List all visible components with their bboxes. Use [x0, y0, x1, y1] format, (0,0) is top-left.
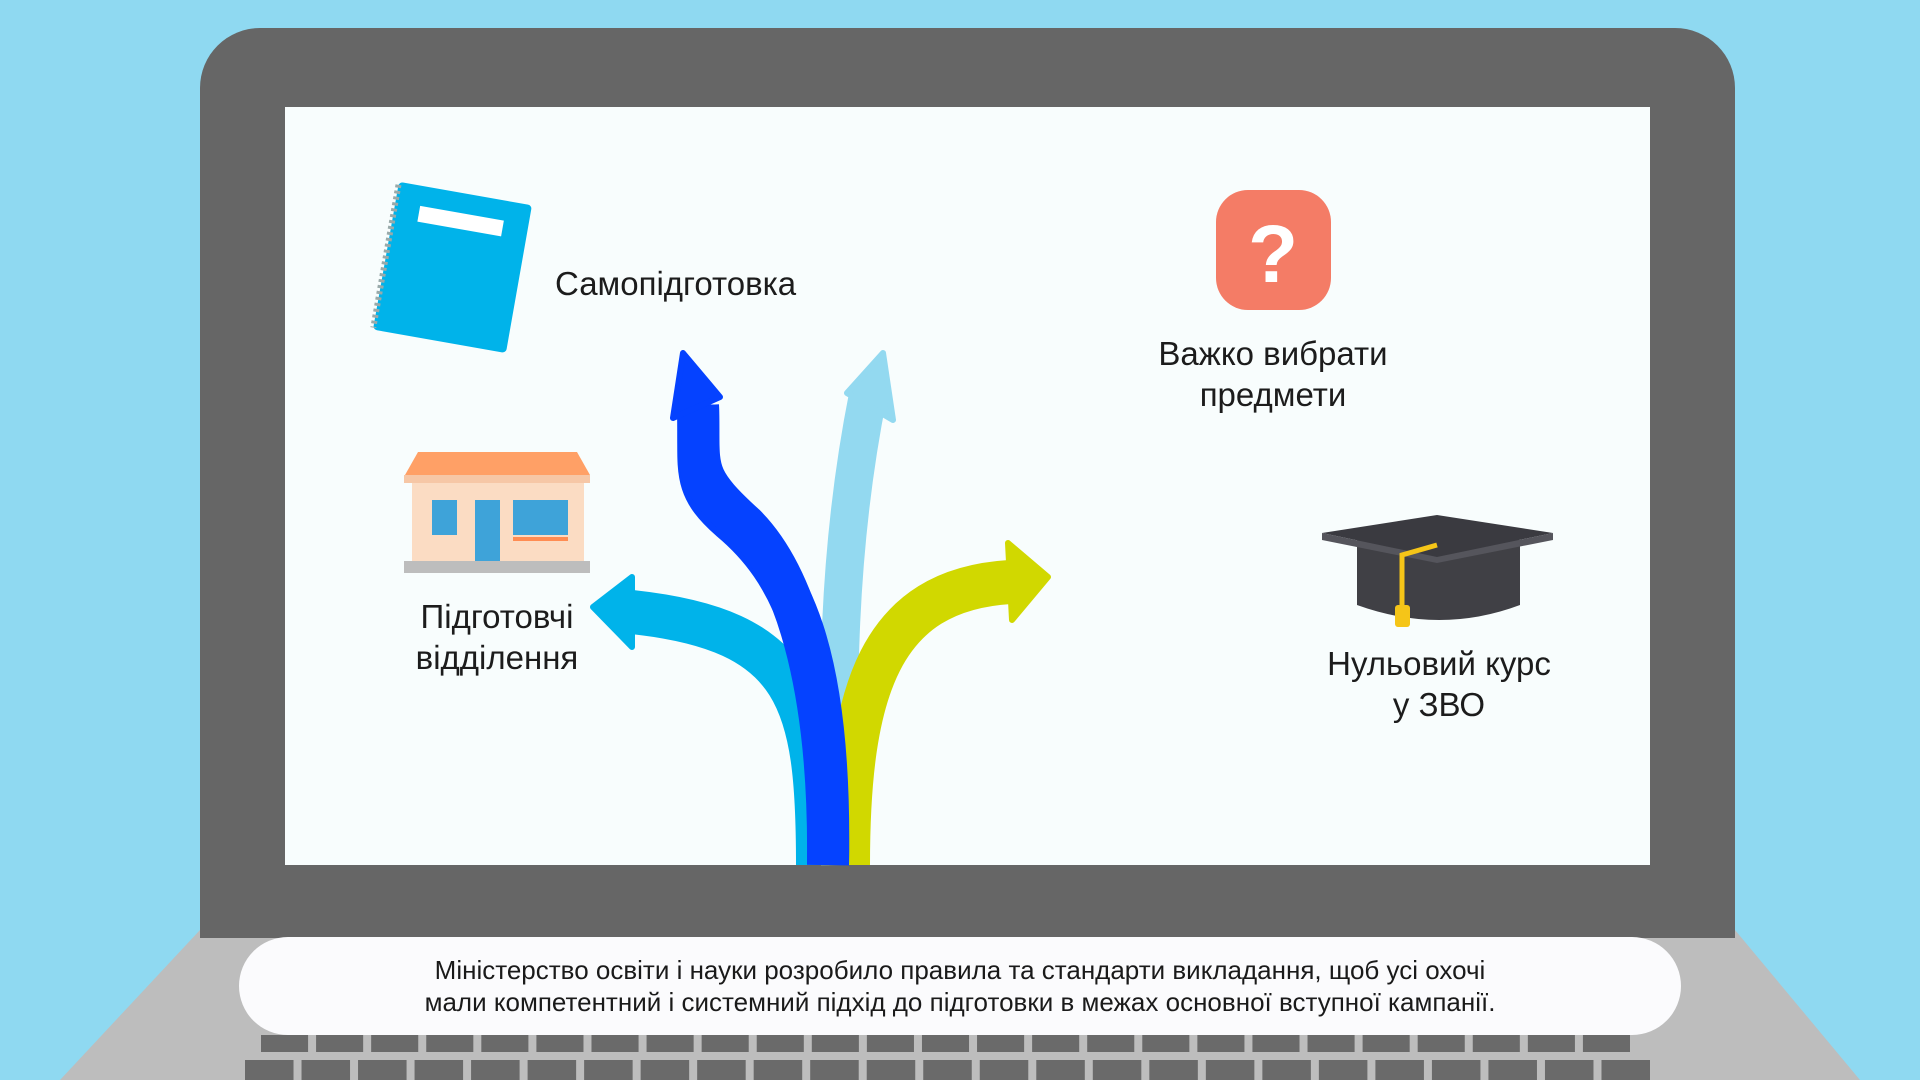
keyboard-key — [1262, 1060, 1311, 1080]
keyboard-key — [471, 1060, 520, 1080]
keyboard-key — [1087, 1035, 1135, 1052]
svg-text:?: ? — [1248, 209, 1298, 300]
keyboard-key — [977, 1035, 1025, 1052]
question-icon: ? — [1216, 190, 1331, 310]
keyboard-key — [1362, 1035, 1410, 1052]
keyboard-key — [358, 1060, 407, 1080]
arrow-yellow — [826, 540, 1051, 866]
keyboard-key — [1142, 1035, 1190, 1052]
keyboard-key — [584, 1060, 633, 1080]
keyboard-key — [866, 1060, 916, 1080]
keyboard-key — [1149, 1060, 1198, 1080]
keyboard-key — [697, 1060, 746, 1080]
keyboard-key — [646, 1035, 694, 1052]
keyboard-key — [1197, 1035, 1245, 1052]
keyboard-key — [1092, 1060, 1142, 1080]
label-zero-course-line1: Нульовий курс — [1327, 645, 1551, 682]
label-hard-choice-line1: Важко вибрати — [1158, 335, 1388, 372]
label-zero-course-line2: у ЗВО — [1392, 686, 1486, 723]
label-zero-course: Нульовий курс у ЗВО — [1289, 643, 1589, 725]
caption-line1: Міністерство освіти і науки розробило пр… — [434, 955, 1486, 985]
graduation-cap-icon — [1322, 515, 1553, 627]
keyboard-key — [866, 1035, 914, 1052]
keyboard-key — [1036, 1060, 1085, 1080]
label-self-study: Самопідготовка — [555, 265, 797, 302]
label-hard-choice: Важко вибрати предмети — [1123, 333, 1423, 415]
label-prep-dept-line1: Підготовчі — [420, 598, 574, 635]
keyboard-key — [921, 1035, 970, 1052]
keyboard-key — [701, 1035, 749, 1052]
keyboard — [245, 1035, 1650, 1080]
keyboard-key — [1032, 1035, 1080, 1052]
keyboard-key — [536, 1035, 584, 1052]
keyboard-key — [316, 1035, 364, 1052]
keyboard-key — [1307, 1035, 1355, 1052]
keyboard-key — [810, 1060, 859, 1080]
label-prep-dept: Підготовчі відділення — [372, 596, 622, 678]
keyboard-key — [1472, 1035, 1520, 1052]
keyboard-key — [1375, 1060, 1424, 1080]
keyboard-key — [261, 1035, 309, 1052]
keyboard-key — [481, 1035, 529, 1052]
keyboard-key — [301, 1060, 351, 1080]
caption-subtitle: Міністерство освіти і науки розробило пр… — [239, 937, 1681, 1035]
keyboard-key — [371, 1035, 419, 1052]
caption-line2: мали компетентний і системний підхід до … — [424, 987, 1496, 1017]
label-prep-dept-line2: відділення — [415, 639, 579, 676]
keyboard-key — [1252, 1035, 1300, 1052]
label-hard-choice-line2: предмети — [1199, 376, 1347, 413]
keyboard-key — [1544, 1060, 1594, 1080]
keyboard-key — [1601, 1060, 1650, 1080]
keyboard-key — [756, 1035, 804, 1052]
keyboard-key — [1527, 1035, 1575, 1052]
keyboard-key — [426, 1035, 474, 1052]
keyboard-key — [640, 1060, 690, 1080]
keyboard-key — [1431, 1060, 1481, 1080]
school-building-icon — [404, 452, 590, 573]
keyboard-key — [811, 1035, 859, 1052]
notebook-icon — [370, 182, 532, 353]
keyboard-key — [753, 1060, 803, 1080]
keyboard-key — [245, 1060, 294, 1080]
arrow-blue — [670, 350, 850, 866]
keyboard-key — [1488, 1060, 1537, 1080]
keyboard-key — [1318, 1060, 1368, 1080]
keyboard-key — [923, 1060, 972, 1080]
keyboard-key — [979, 1060, 1029, 1080]
keyboard-key — [1205, 1060, 1255, 1080]
keyboard-key — [1417, 1035, 1465, 1052]
keyboard-key — [1582, 1035, 1630, 1052]
keyboard-key — [414, 1060, 464, 1080]
keyboard-key — [591, 1035, 639, 1052]
keyboard-key — [527, 1060, 577, 1080]
